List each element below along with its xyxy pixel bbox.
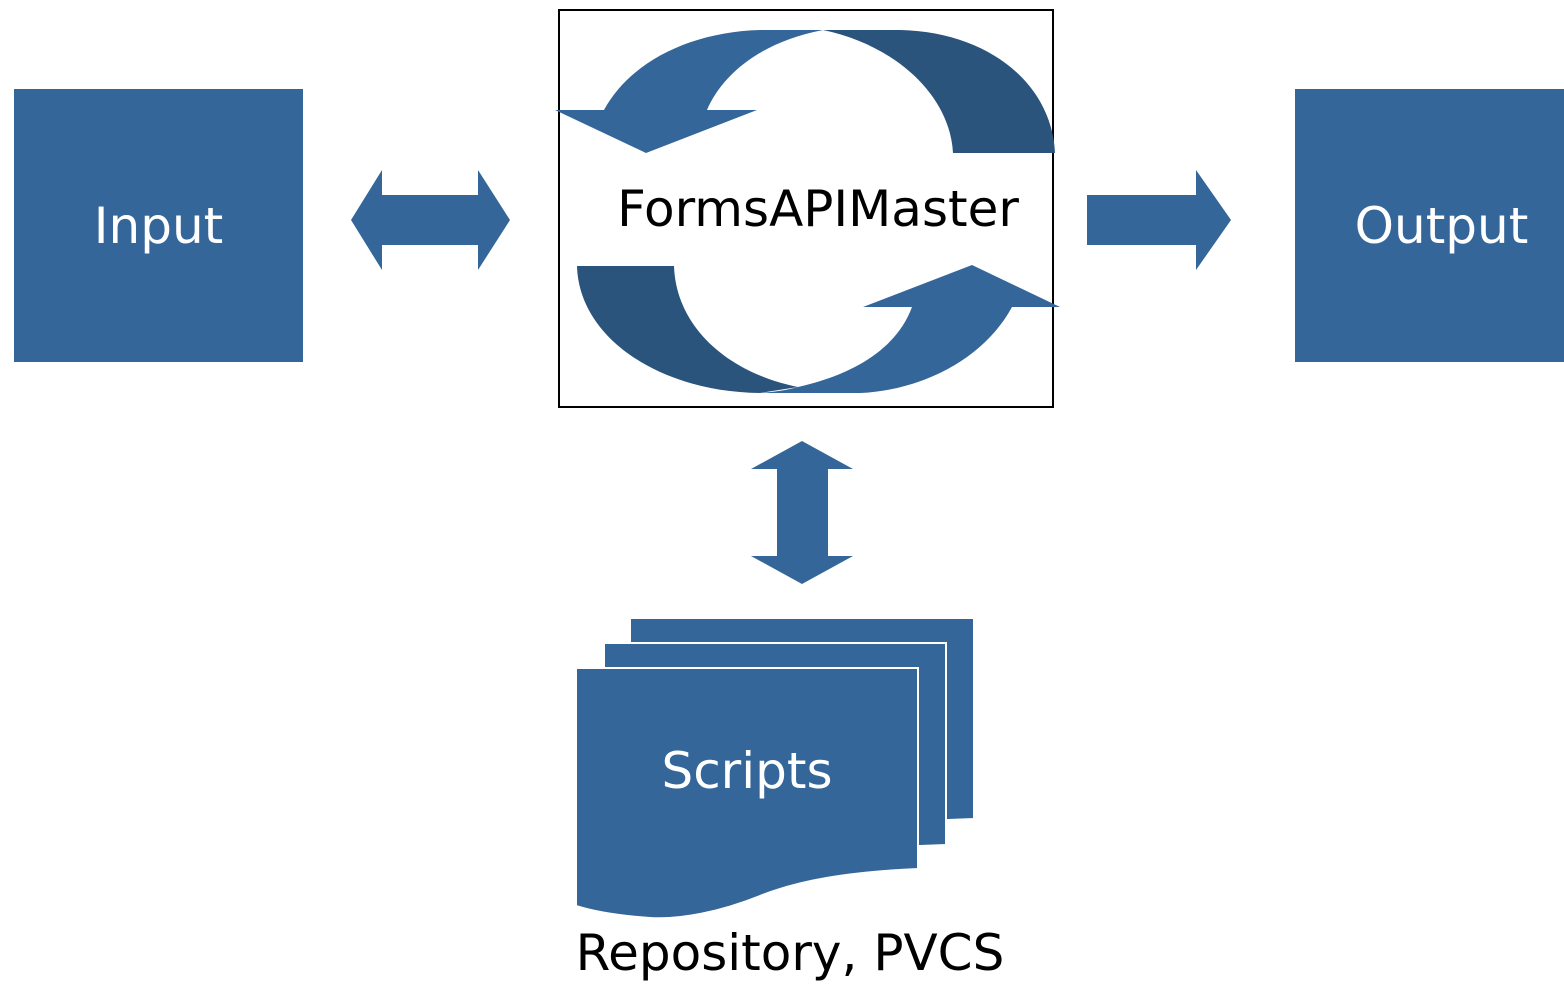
refresh-cycle-icon [555,30,1060,393]
output-label: Output [1354,196,1529,255]
edge-master-scripts [751,441,853,584]
edge-input-master [351,170,510,270]
master-label: FormsAPIMaster [617,180,1019,238]
input-node: Input [14,89,303,362]
scripts-label: Scripts [661,742,833,800]
input-label: Input [93,196,224,255]
repository-label: Repository, PVCS [575,924,1005,982]
stacked-documents-icon [575,617,975,920]
output-node: Output [1295,89,1564,362]
edge-master-output [1087,170,1231,270]
